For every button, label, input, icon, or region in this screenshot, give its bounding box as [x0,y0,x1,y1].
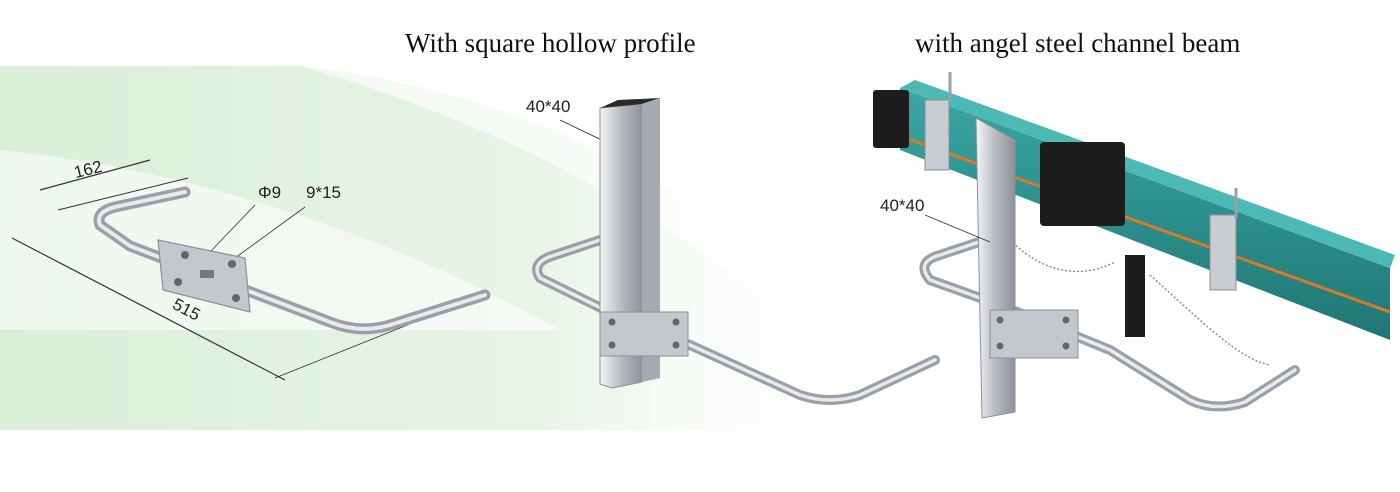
right-profile-size: 40*40 [880,196,925,215]
dimension-phi9: Φ9 [258,183,282,202]
middle-profile-size: 40*40 [526,97,571,116]
right-bracket-drawing [873,72,1395,419]
dimension-9x15: 9*15 [306,183,341,202]
title-square-hollow-profile: With square hollow profile [405,28,696,58]
middle-bracket-drawing [532,98,940,405]
left-bracket-drawing [11,159,491,381]
title-angel-steel-channel-beam: with angel steel channel beam [915,28,1241,58]
